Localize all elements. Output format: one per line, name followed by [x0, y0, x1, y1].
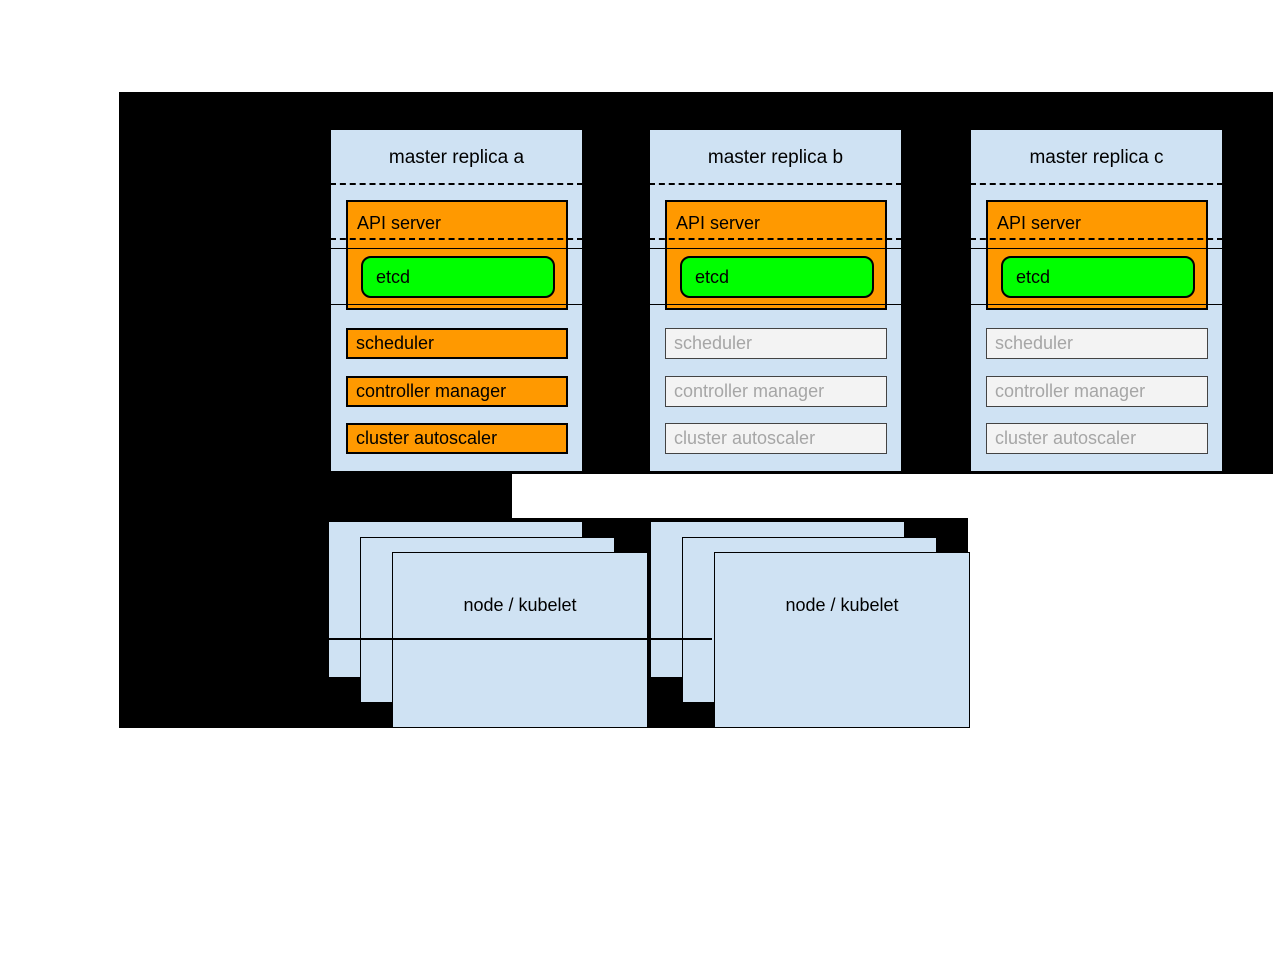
etcd-label: etcd	[695, 266, 730, 287]
scheduler-box: scheduler	[346, 328, 568, 359]
controller-manager-box: controller manager	[665, 376, 887, 407]
solid-divider	[330, 248, 583, 249]
dashed-divider	[970, 238, 1223, 240]
scheduler-label: scheduler	[356, 333, 435, 353]
cluster-autoscaler-label: cluster autoscaler	[674, 428, 816, 448]
node-box-front: node / kubelet	[392, 552, 648, 728]
scheduler-label: scheduler	[674, 333, 753, 353]
solid-divider	[970, 248, 1223, 249]
node-stack-2: node / kubelet	[650, 521, 972, 728]
etcd-box: etcd	[680, 256, 874, 298]
node-stack-1: node / kubelet	[328, 521, 650, 728]
master-replica-c-title: master replica c	[1029, 147, 1164, 168]
api-server-label: API server	[676, 213, 761, 233]
scheduler-box: scheduler	[986, 328, 1208, 359]
cluster-autoscaler-box: cluster autoscaler	[346, 423, 568, 454]
solid-divider	[970, 304, 1223, 305]
node-box-front: node / kubelet	[714, 552, 970, 728]
dashed-divider	[649, 238, 902, 240]
solid-divider	[330, 304, 583, 305]
etcd-label: etcd	[1016, 266, 1051, 287]
dashed-divider	[970, 183, 1223, 185]
api-server-label: API server	[357, 213, 442, 233]
node-kubelet-label: node / kubelet	[785, 595, 899, 615]
etcd-box: etcd	[1001, 256, 1195, 298]
scheduler-box: scheduler	[665, 328, 887, 359]
dashed-divider	[649, 183, 902, 185]
node-kubelet-label: node / kubelet	[463, 595, 577, 615]
controller-manager-label: controller manager	[356, 381, 507, 401]
api-server-label: API server	[997, 213, 1082, 233]
dashed-divider	[330, 238, 583, 240]
etcd-box: etcd	[361, 256, 555, 298]
controller-manager-box: controller manager	[346, 376, 568, 407]
controller-manager-label: controller manager	[674, 381, 825, 401]
master-replica-c-card: master replica c API server etcd schedul…	[970, 129, 1223, 472]
cluster-autoscaler-label: cluster autoscaler	[995, 428, 1137, 448]
controller-manager-box: controller manager	[986, 376, 1208, 407]
cluster-autoscaler-box: cluster autoscaler	[986, 423, 1208, 454]
solid-divider	[649, 248, 902, 249]
controller-manager-label: controller manager	[995, 381, 1146, 401]
master-replica-b-card: master replica b API server etcd schedul…	[649, 129, 902, 472]
master-replica-a-title: master replica a	[388, 147, 525, 168]
master-replica-a-card: master replica a API server etcd schedul…	[330, 129, 583, 472]
dashed-divider	[330, 183, 583, 185]
cluster-autoscaler-box: cluster autoscaler	[665, 423, 887, 454]
master-replica-b-title: master replica b	[707, 147, 844, 168]
node-stack-divider-line	[328, 638, 712, 640]
solid-divider	[649, 304, 902, 305]
scheduler-label: scheduler	[995, 333, 1074, 353]
cluster-autoscaler-label: cluster autoscaler	[356, 428, 498, 448]
etcd-label: etcd	[376, 266, 411, 287]
